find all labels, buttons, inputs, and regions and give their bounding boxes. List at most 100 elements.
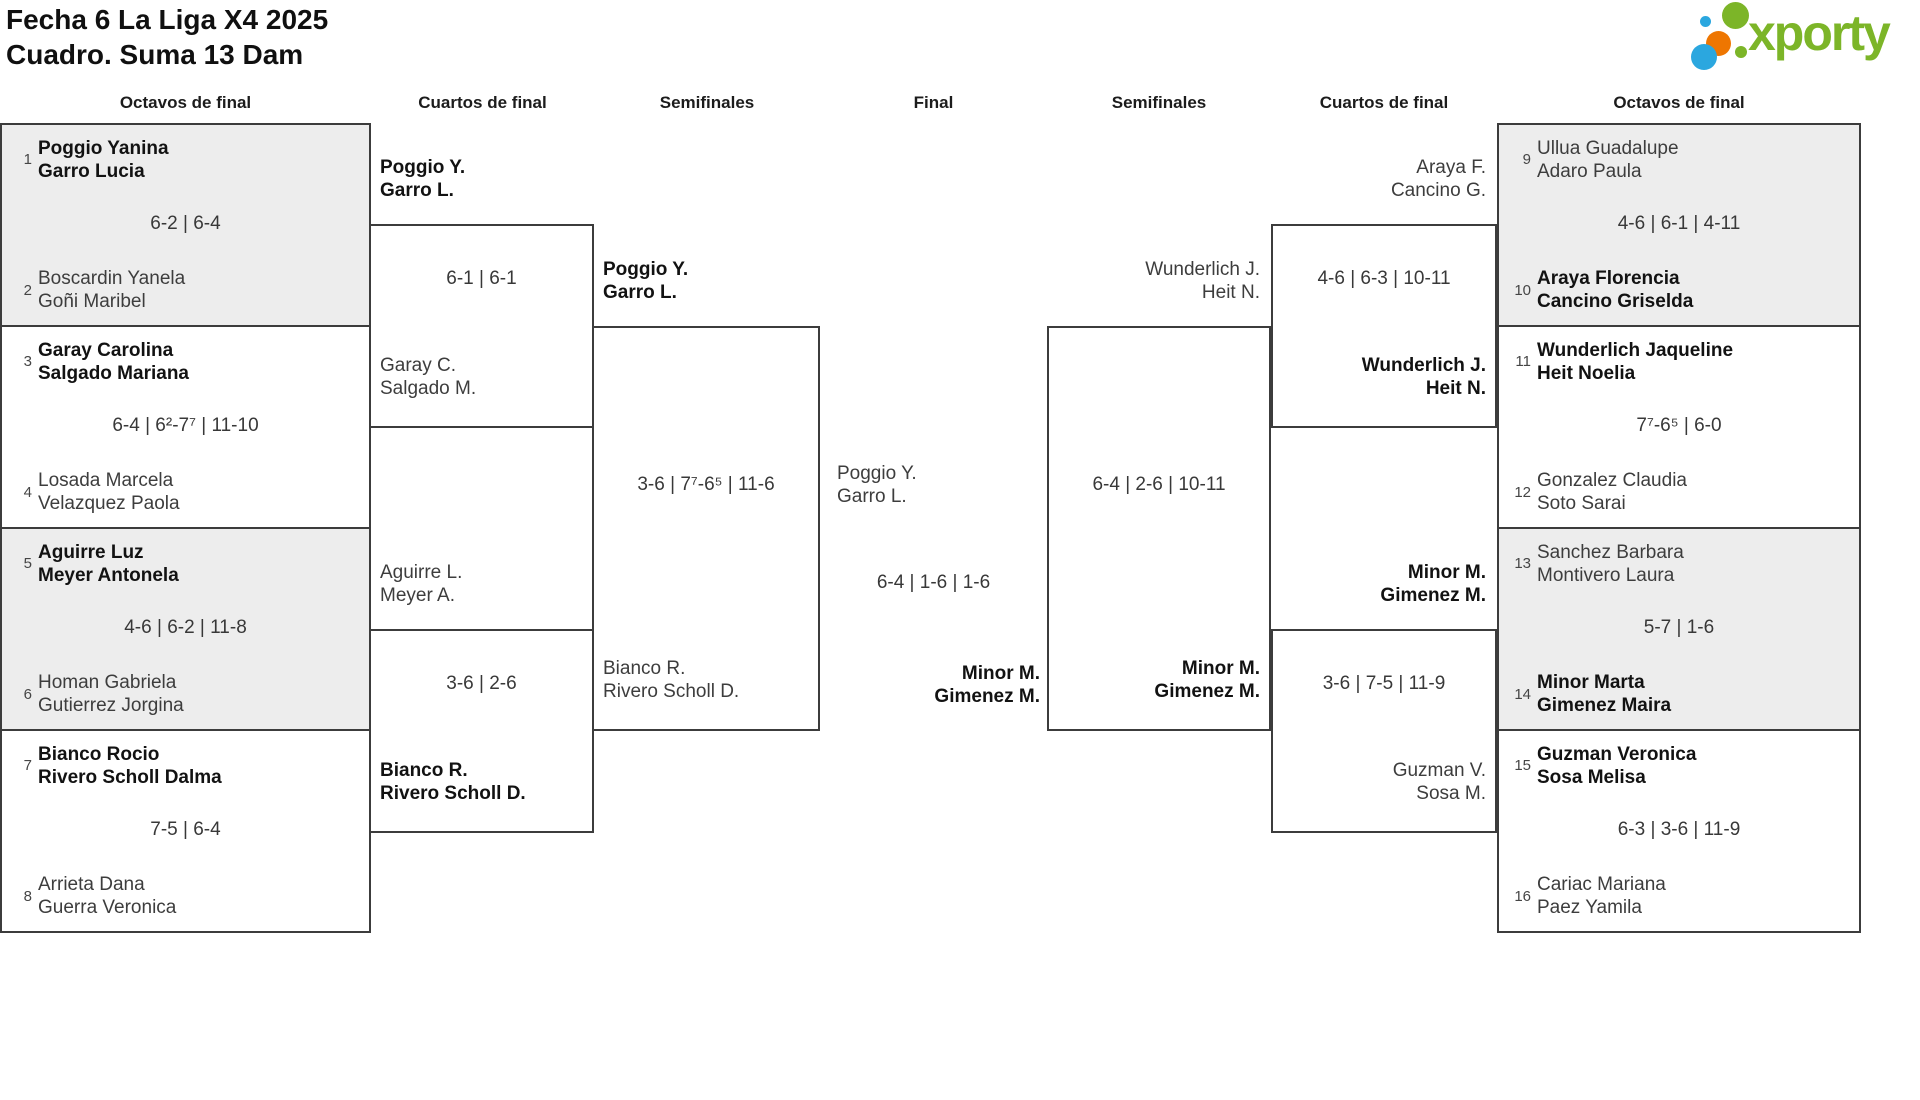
player-name: Soto Sarai: [1537, 493, 1626, 514]
match-score: 3-6 | 2-6: [446, 673, 517, 694]
seed-number: 2: [23, 282, 32, 299]
player-name: Garay Carolina: [38, 340, 174, 361]
player-name: Wunderlich Jaqueline: [1537, 340, 1734, 361]
player-name: Meyer A.: [380, 585, 455, 606]
logo-dot-green-large-icon: [1722, 2, 1749, 29]
team-name: Minor M. Gimenez M.: [934, 662, 1040, 708]
match-score: 6-1 | 6-1: [446, 268, 517, 289]
match-box-octavos-left-2: 3 Garay Carolina Salgado Mariana 6-4 | 6…: [2, 325, 369, 527]
seed-number: 6: [23, 686, 32, 703]
seed-number: 5: [23, 555, 32, 572]
seed-number: 12: [1514, 484, 1531, 501]
player-name: Boscardin Yanela: [38, 268, 186, 289]
xporty-logo: xporty: [1686, 0, 1918, 74]
match-box-octavos-right-3: 13 Sanchez Barbara Montivero Laura 5-7 |…: [1499, 527, 1859, 729]
player-name: Guzman Veronica: [1537, 744, 1697, 765]
team-name: Bianco R. Rivero Scholl D.: [603, 657, 739, 703]
round-header-cuartos-right: Cuartos de final: [1319, 93, 1449, 112]
seed-number: 4: [23, 484, 32, 501]
team-name: Poggio Yanina Garro Lucia: [38, 137, 169, 183]
player-name: Ullua Guadalupe: [1537, 138, 1679, 159]
player-name: Garro L.: [603, 282, 677, 303]
player-name: Heit Noelia: [1537, 363, 1636, 384]
player-name: Gutierrez Jorgina: [38, 695, 184, 716]
match-score: 6-3 | 3-6 | 11-9: [1617, 819, 1741, 840]
team-name: Minor M. Gimenez M.: [1380, 561, 1486, 607]
seed-number: 10: [1514, 282, 1531, 299]
player-name: Aguirre L.: [380, 562, 463, 583]
player-name: Bianco Rocio: [38, 744, 160, 765]
seed-number: 14: [1514, 686, 1531, 703]
player-name: Minor Marta: [1537, 672, 1645, 693]
player-name: Araya F.: [1416, 157, 1486, 178]
team-name: Araya F. Cancino G.: [1391, 156, 1486, 202]
seed-number: 11: [1515, 353, 1531, 370]
player-name: Goñi Maribel: [38, 291, 146, 312]
team-name: Wunderlich J. Heit N.: [1362, 354, 1486, 400]
team-name: Wunderlich J. Heit N.: [1145, 258, 1260, 304]
player-name: Garro L.: [837, 486, 907, 507]
team-name: Arrieta Dana Guerra Veronica: [38, 873, 176, 919]
octavos-left-column: 1 Poggio Yanina Garro Lucia 6-2 | 6-4 2 …: [0, 123, 371, 933]
match-score: 6-4 | 1-6 | 1-6: [876, 572, 991, 593]
match-score: 4-6 | 6-3 | 10-11: [1317, 268, 1451, 289]
player-name: Heit N.: [1201, 282, 1260, 303]
team-name: Minor M. Gimenez M.: [1154, 657, 1260, 703]
player-name: Gimenez M.: [934, 686, 1040, 707]
player-name: Adaro Paula: [1537, 161, 1642, 182]
team-name: Boscardin Yanela Goñi Maribel: [38, 267, 185, 313]
player-name: Wunderlich J.: [1361, 355, 1486, 376]
player-name: Bianco R.: [380, 760, 468, 781]
player-name: Guzman V.: [1392, 760, 1486, 781]
player-name: Heit N.: [1425, 378, 1486, 399]
team-name: Minor Marta Gimenez Maira: [1537, 671, 1671, 717]
match-score: 6-4 | 2-6 | 10-11: [1092, 474, 1226, 495]
match-score: 3-6 | 7-5 | 11-9: [1322, 673, 1446, 694]
match-score: 6-2 | 6-4: [150, 213, 221, 234]
match-box-octavos-right-2: 11 Wunderlich Jaqueline Heit Noelia 7⁷-6…: [1499, 325, 1859, 527]
match-score: 5-7 | 1-6: [1643, 617, 1715, 638]
match-box-cuartos-right-2: Minor M. Gimenez M. 3-6 | 7-5 | 11-9 Guz…: [1271, 562, 1497, 833]
team-name: Poggio Y. Garro L.: [837, 462, 917, 508]
player-name: Araya Florencia: [1537, 268, 1680, 289]
tournament-title-line1: Fecha 6 La Liga X4 2025: [6, 4, 329, 35]
match-box-semifinal-right: Wunderlich J. Heit N. 6-4 | 2-6 | 10-11 …: [1047, 259, 1271, 731]
team-name: Cariac Mariana Paez Yamila: [1537, 873, 1666, 919]
player-name: Minor M.: [961, 663, 1040, 684]
player-name: Salgado M.: [380, 378, 477, 399]
player-name: Rivero Scholl D.: [603, 681, 740, 702]
octavos-right-column: 9 Ullua Guadalupe Adaro Paula 4-6 | 6-1 …: [1497, 123, 1861, 933]
team-name: Garay C. Salgado M.: [380, 354, 476, 400]
logo-dot-blue-small-icon: [1700, 16, 1711, 27]
player-name: Bianco R.: [603, 658, 686, 679]
player-name: Garro Lucia: [38, 161, 145, 182]
match-box-octavos-right-4: 15 Guzman Veronica Sosa Melisa 6-3 | 3-6…: [1499, 729, 1859, 931]
team-name: Guzman Veronica Sosa Melisa: [1537, 743, 1696, 789]
match-score: 4-6 | 6-2 | 11-8: [124, 617, 247, 638]
player-name: Wunderlich J.: [1145, 259, 1260, 280]
round-header-semis-right: Semifinales: [1111, 93, 1207, 112]
round-header-final: Final: [913, 93, 954, 112]
player-name: Poggio Yanina: [38, 138, 169, 159]
player-name: Poggio Y.: [837, 463, 917, 484]
match-box-cuartos-left-1: Poggio Y. Garro L. 6-1 | 6-1 Garay C. Sa…: [369, 157, 594, 428]
player-name: Arrieta Dana: [38, 874, 145, 895]
player-name: Homan Gabriela: [38, 672, 177, 693]
seed-number: 16: [1514, 888, 1531, 905]
player-name: Minor M.: [1181, 658, 1260, 679]
player-name: Minor M.: [1407, 562, 1486, 583]
player-name: Sanchez Barbara: [1537, 542, 1684, 563]
logo-dot-green-small-icon: [1735, 46, 1747, 58]
tournament-title: Fecha 6 La Liga X4 2025 Cuadro. Suma 13 …: [6, 2, 328, 72]
player-name: Rivero Scholl Dalma: [38, 767, 222, 788]
player-name: Gonzalez Claudia: [1537, 470, 1687, 491]
player-name: Cancino G.: [1390, 180, 1486, 201]
logo-dot-blue-large-icon: [1691, 44, 1717, 70]
round-header-semis-left: Semifinales: [659, 93, 755, 112]
player-name: Losada Marcela: [38, 470, 174, 491]
match-box-octavos-right-1: 9 Ullua Guadalupe Adaro Paula 4-6 | 6-1 …: [1499, 125, 1859, 325]
player-name: Salgado Mariana: [38, 363, 189, 384]
round-header-cuartos-left: Cuartos de final: [418, 93, 547, 112]
team-name: Aguirre Luz Meyer Antonela: [38, 541, 179, 587]
